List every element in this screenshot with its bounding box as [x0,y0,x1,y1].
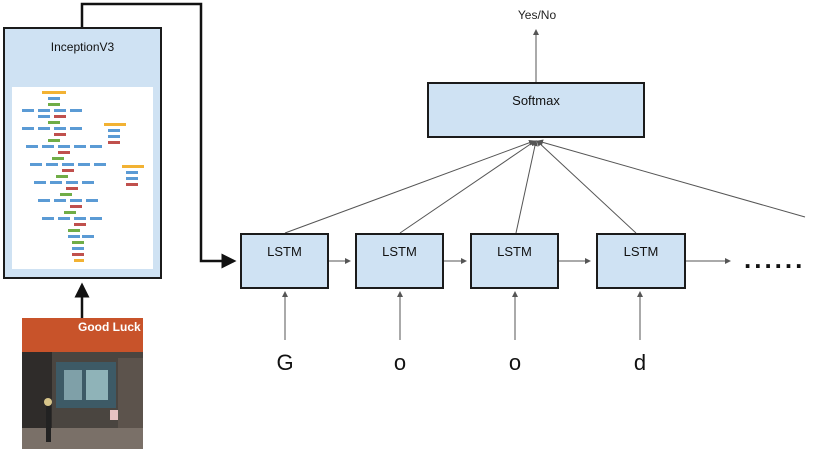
softmax-block: Softmax [427,82,645,138]
lstm3-to-softmax-arrow [515,140,538,234]
input-char-3: o [508,350,522,375]
continuation-ellipsis: ...... [744,244,806,274]
lstm-label: LSTM [623,244,659,259]
storefront-sign: Good Luck [22,318,143,352]
inception-to-lstm-arrow [80,2,237,269]
graph-column-main [22,91,106,262]
lstm-label: LSTM [382,244,417,259]
lstm1-to-softmax-arrow [284,139,535,234]
inception-block: InceptionV3 [3,27,162,279]
lstm-cell-1: LSTM [240,233,329,289]
input-char-1: G [276,350,294,375]
lstm-cell-4: LSTM [596,233,686,289]
lstm2-to-softmax-arrow [399,140,536,234]
input-char-4: d [633,350,647,375]
storefront-photo: Good Luck [22,318,143,449]
lstm-cell-2: LSTM [355,233,444,289]
storefront-sign-text: Good Luck [78,320,141,334]
lstm4-to-softmax-arrow [536,140,637,234]
inception-graph-image [12,87,153,269]
output-label: Yes/No [517,8,557,22]
lstm-label: LSTM [267,244,302,259]
lstm-label: LSTM [497,244,532,259]
inception-architecture-thumbnail [22,91,144,262]
next-to-softmax-arrow [537,139,806,218]
inception-title: InceptionV3 [50,40,115,54]
graph-aux-branches [104,123,144,186]
softmax-label: Softmax [512,93,560,108]
lstm-cell-3: LSTM [470,233,559,289]
input-char-2: o [393,350,407,375]
